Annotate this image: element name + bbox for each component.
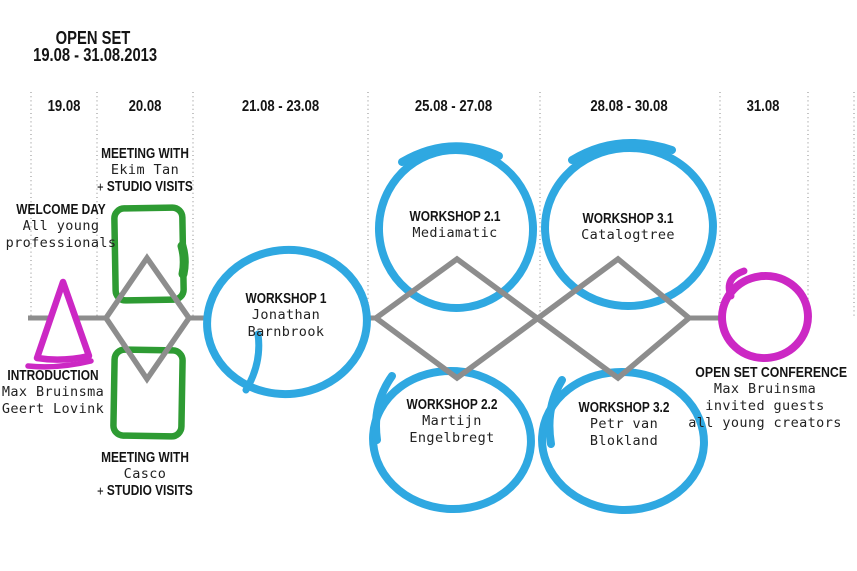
poster-title: OPEN SET 19.08 - 31.08.2013 <box>20 28 166 65</box>
conference-circle <box>718 271 812 363</box>
event-line: all young creators <box>688 415 842 431</box>
conference-circle-tail <box>725 267 748 300</box>
date-header-28-30: 28.08 - 30.08 <box>590 98 668 115</box>
event-line: Blokland <box>589 433 659 449</box>
event-meeting-casco: MEETING WITH Casco + STUDIO VISITS <box>83 450 207 500</box>
workshop-3-1-circle <box>541 143 717 311</box>
event-line: Casco <box>123 466 167 482</box>
event-introduction: INTRODUCTION Max Bruinsma Geert Lovink <box>0 368 116 418</box>
meeting-squares <box>110 204 189 440</box>
workshop-3-2-circle-tail <box>545 376 566 448</box>
event-title: WORKSHOP 2.2 <box>406 397 498 413</box>
event-line: Engelbregt <box>409 430 495 446</box>
event-title: WORKSHOP 3.2 <box>578 400 670 416</box>
event-title: INTRODUCTION <box>7 368 99 384</box>
event-title: WORKSHOP 3.1 <box>582 211 674 227</box>
date-header-31-08: 31.08 <box>746 98 780 115</box>
event-studio-visits: + STUDIO VISITS <box>94 179 196 196</box>
date-header-19-08: 19.08 <box>47 98 81 115</box>
event-workshop-1: WORKSHOP 1 Jonathan Barnbrook <box>226 291 346 341</box>
event-line: Jonathan <box>251 307 321 323</box>
event-workshop-3-1: WORKSHOP 3.1 Catalogtree <box>568 211 688 244</box>
event-title: WORKSHOP 2.1 <box>409 209 501 225</box>
workshop-3-1-circle-tail <box>568 138 676 164</box>
date-header-21-23: 21.08 - 23.08 <box>241 98 320 115</box>
event-welcome-day: WELCOME DAY All young professionals <box>0 202 124 252</box>
event-line: professionals <box>5 235 117 251</box>
event-line: All young <box>22 218 100 234</box>
event-title: OPEN SET CONFERENCE <box>695 364 848 381</box>
studio-visits-label: STUDIO VISITS <box>106 179 193 195</box>
event-line: invited guests <box>705 398 825 414</box>
event-line: Barnbrook <box>247 324 325 340</box>
workshop-circles <box>203 138 717 515</box>
poster-title-line1: OPEN SET <box>55 28 131 48</box>
event-line: Catalogtree <box>581 227 675 243</box>
workshop-1-circle-tail <box>242 330 263 394</box>
workshop-2-1-circle-tail <box>398 142 503 166</box>
event-workshop-2-2: WORKSHOP 2.2 Martijn Engelbregt <box>392 397 512 447</box>
meeting-square-top-blob <box>177 241 189 279</box>
workshop-1-circle <box>203 245 371 399</box>
event-line: Ekim Tan <box>110 162 180 178</box>
conference-circle-group <box>718 267 812 363</box>
event-studio-visits: + STUDIO VISITS <box>94 483 196 500</box>
workshop-2-2-circle-tail <box>372 372 396 444</box>
event-workshop-2-1: WORKSHOP 2.1 Mediamatic <box>395 209 515 242</box>
event-title: MEETING WITH <box>101 146 189 162</box>
plus-sign: + <box>97 484 104 499</box>
welcome-triangle <box>33 278 93 363</box>
weave-path-lower <box>374 255 691 382</box>
event-line: Mediamatic <box>412 225 498 241</box>
event-line: Martijn <box>422 413 482 429</box>
poster-title-line2: 19.08 - 31.08.2013 <box>33 45 158 65</box>
event-line: Geert Lovink <box>1 401 105 417</box>
plus-sign: + <box>97 180 104 195</box>
studio-visits-label: STUDIO VISITS <box>106 483 193 499</box>
date-header-20-08: 20.08 <box>128 98 162 115</box>
welcome-triangle-group <box>25 278 94 370</box>
split-diamond <box>102 253 193 384</box>
event-line: Petr van <box>589 416 659 432</box>
event-line: Max Bruinsma <box>1 384 105 400</box>
event-title: WORKSHOP 1 <box>245 291 327 307</box>
route-splits <box>102 253 691 384</box>
welcome-triangle-underline <box>25 358 94 370</box>
event-conference: OPEN SET CONFERENCE Max Bruinsma invited… <box>680 364 850 432</box>
event-workshop-3-2: WORKSHOP 3.2 Petr van Blokland <box>564 400 684 450</box>
event-title: WELCOME DAY <box>16 202 106 218</box>
meeting-square-bottom <box>110 346 186 440</box>
date-header-25-27: 25.08 - 27.08 <box>414 98 493 115</box>
event-meeting-ekim: MEETING WITH Ekim Tan + STUDIO VISITS <box>83 146 207 196</box>
event-title: MEETING WITH <box>101 450 189 466</box>
event-line: Max Bruinsma <box>713 381 817 397</box>
